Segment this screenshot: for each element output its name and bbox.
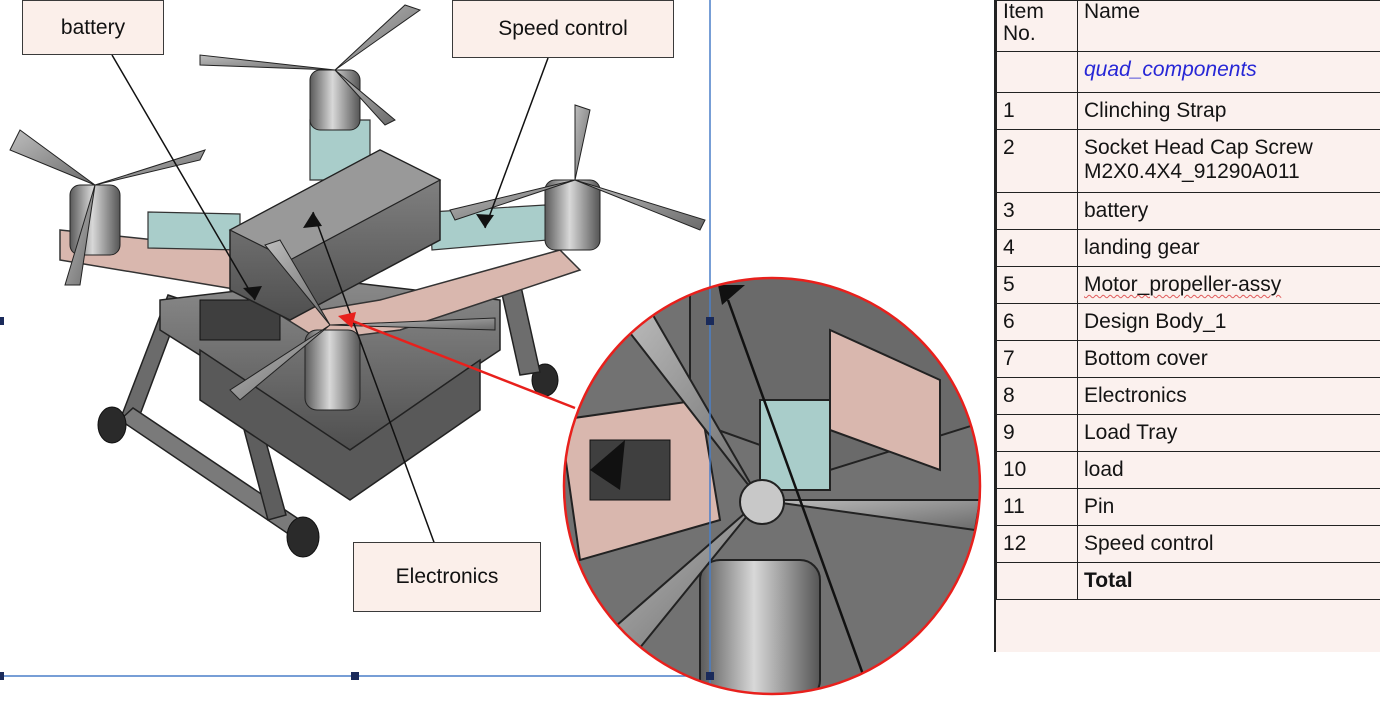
electronics-callout[interactable]: Electronics xyxy=(353,542,541,612)
bom-header-name: Name xyxy=(1077,0,1380,52)
bom-item-name[interactable]: Electronics xyxy=(1077,377,1380,415)
bom-total-label: Total xyxy=(1077,562,1380,600)
battery-callout[interactable]: battery xyxy=(22,0,164,55)
bom-item-name[interactable]: Bottom cover xyxy=(1077,340,1380,378)
bom-item-name[interactable]: load xyxy=(1077,451,1380,489)
speed-control-callout[interactable]: Speed control xyxy=(452,0,674,58)
bom-assembly-name[interactable]: quad_components xyxy=(1077,51,1380,93)
bom-header-item-no: Item No. xyxy=(996,0,1078,52)
bom-item-name[interactable]: landing gear xyxy=(1077,229,1380,267)
speed-control-leader xyxy=(484,57,549,229)
bom-assembly-row: quad_components xyxy=(996,51,1380,93)
selection-handle-left[interactable] xyxy=(0,317,4,325)
electronics-leader xyxy=(312,211,436,546)
battery-leader xyxy=(111,54,256,301)
selection-handle-bottom[interactable] xyxy=(351,672,359,680)
bom-total-row: Total xyxy=(996,562,1380,600)
bom-item-name[interactable]: Socket Head Cap Screw M2X0.4X4_91290A011 xyxy=(1077,129,1380,193)
selection-handle-right[interactable] xyxy=(706,317,714,325)
selection-handle-corner-left[interactable] xyxy=(0,672,4,680)
bom-item-name[interactable]: battery xyxy=(1077,192,1380,230)
bom-item-name[interactable]: Clinching Strap xyxy=(1077,92,1380,130)
detail-magnifier xyxy=(562,276,982,696)
bom-item-name[interactable]: Load Tray xyxy=(1077,414,1380,452)
bom-item-name[interactable]: Pin xyxy=(1077,488,1380,526)
bom-item-name[interactable]: Design Body_1 xyxy=(1077,303,1380,341)
selection-handle-corner-right[interactable] xyxy=(706,672,714,680)
bom-item-name[interactable]: Motor_propeller-assy xyxy=(1077,266,1380,304)
drone-body xyxy=(9,4,706,558)
bom-header-row: Item No. Name xyxy=(996,0,1380,52)
zoom-indicator-arrow xyxy=(344,316,576,410)
bom-item-name[interactable]: Speed control xyxy=(1077,525,1380,563)
